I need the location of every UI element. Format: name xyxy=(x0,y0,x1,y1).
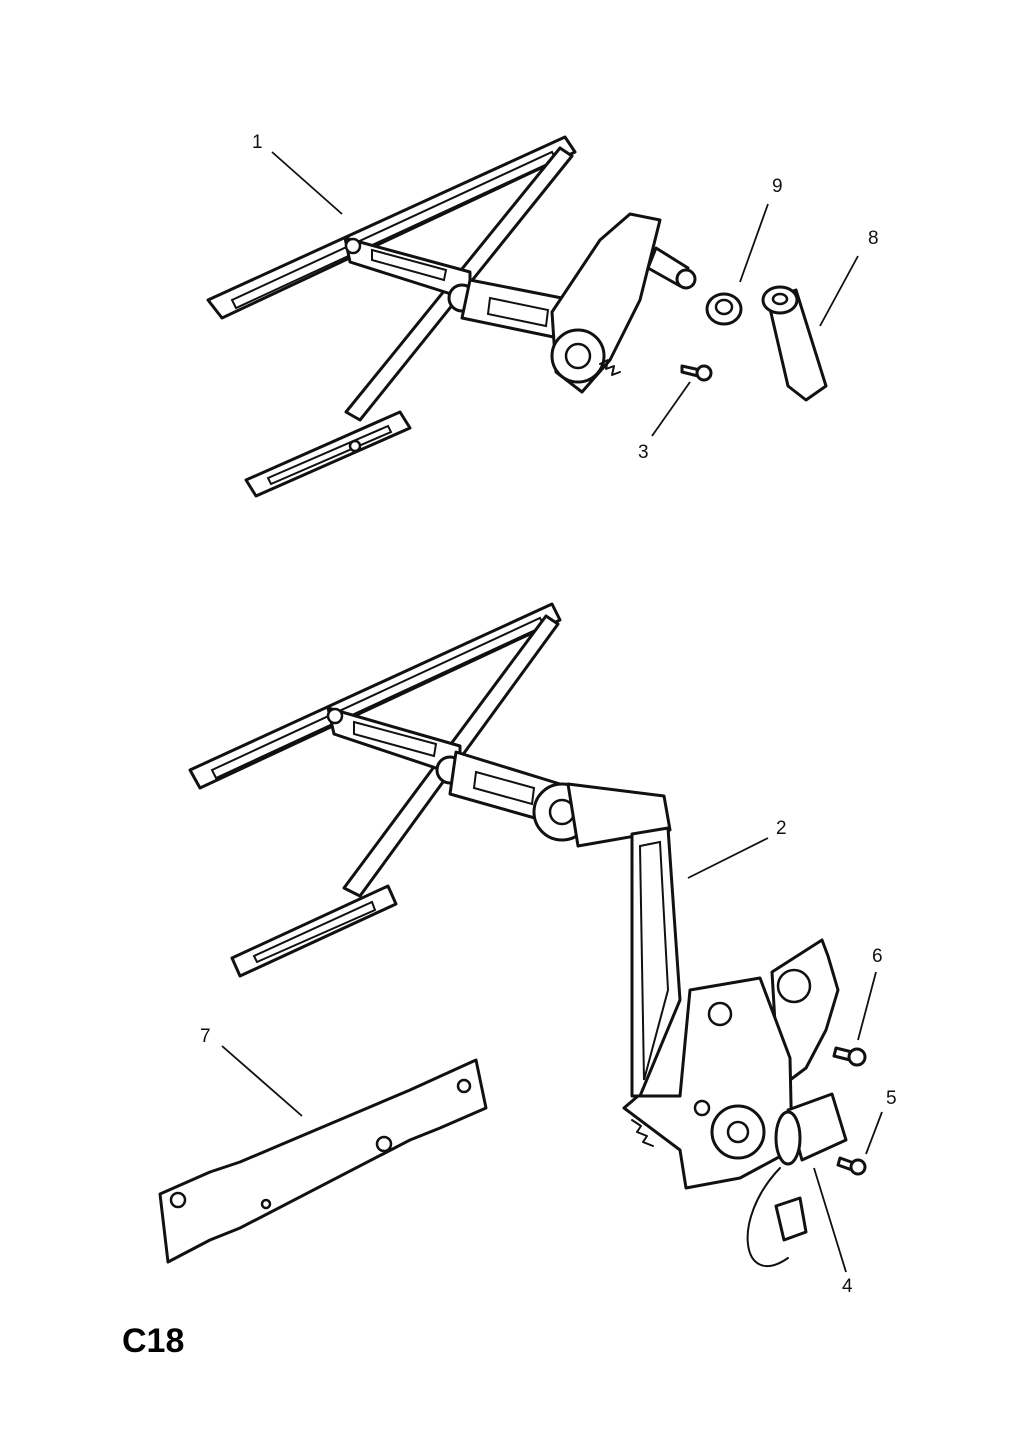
leader-3 xyxy=(651,381,691,437)
page-code: C18 xyxy=(122,1322,184,1360)
mounting-plate xyxy=(158,1058,488,1264)
leader-5 xyxy=(865,1111,883,1155)
callout-7: 7 xyxy=(200,1026,211,1047)
callout-6: 6 xyxy=(872,946,883,967)
leader-4 xyxy=(813,1167,847,1273)
callout-3: 3 xyxy=(638,442,649,463)
leader-6 xyxy=(857,971,877,1041)
screw-3 xyxy=(680,364,713,382)
leader-lines xyxy=(221,151,883,1273)
callout-9: 9 xyxy=(772,176,783,197)
callout-5: 5 xyxy=(886,1088,897,1109)
callout-4: 4 xyxy=(842,1276,853,1297)
leader-9 xyxy=(739,203,769,283)
callout-1: 1 xyxy=(252,132,263,153)
leader-8 xyxy=(819,255,859,327)
winder-handle xyxy=(761,285,828,402)
callout-2: 2 xyxy=(776,818,787,839)
callout-8: 8 xyxy=(868,228,879,249)
manual-window-regulator xyxy=(206,135,697,498)
leader-1 xyxy=(271,151,343,215)
screw-6 xyxy=(832,1046,867,1067)
leader-2 xyxy=(687,837,769,879)
leader-7 xyxy=(221,1045,303,1117)
spacer-ring xyxy=(705,292,743,326)
electric-window-regulator xyxy=(188,602,848,1267)
callout-labels: 1 9 8 3 2 6 5 4 7 xyxy=(200,132,897,1297)
screw-5 xyxy=(836,1156,867,1176)
